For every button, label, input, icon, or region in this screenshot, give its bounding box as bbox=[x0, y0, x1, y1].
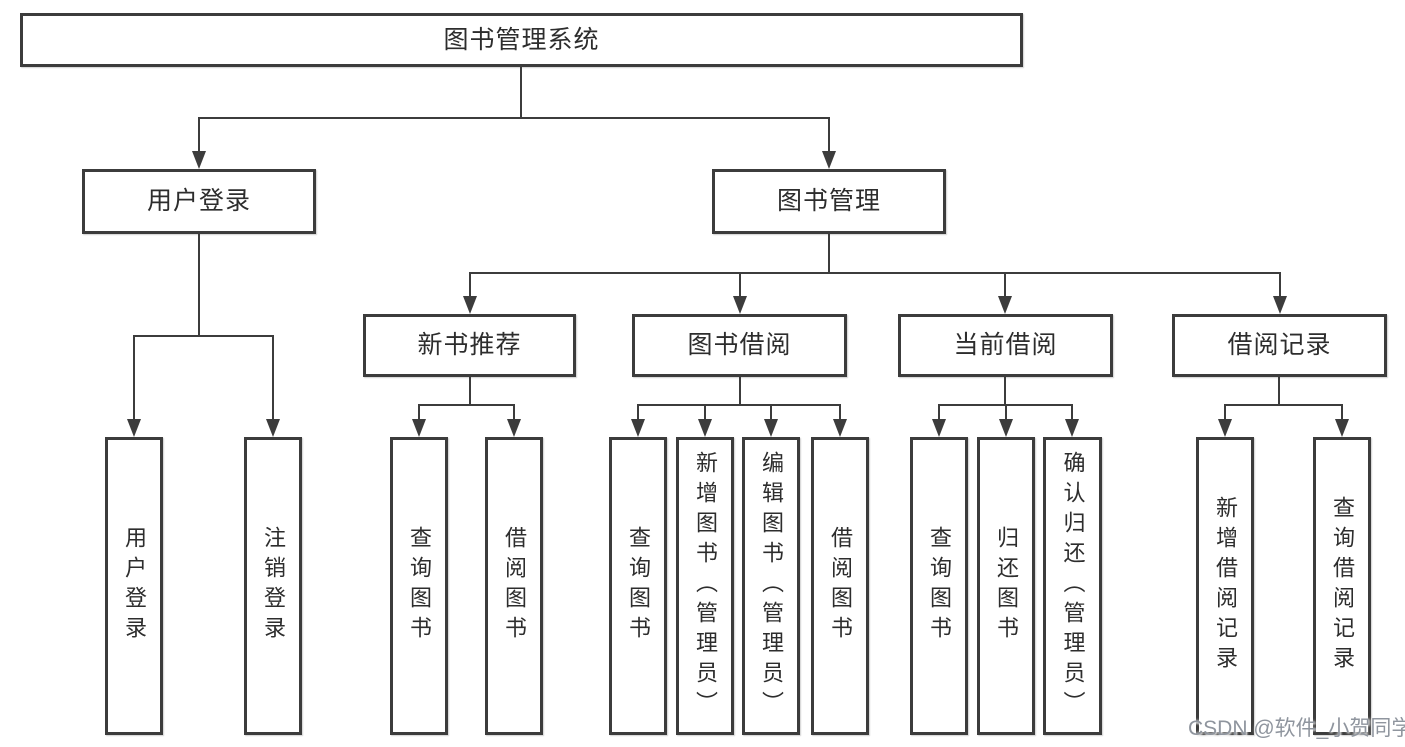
connector-leaf-drop bbox=[770, 404, 772, 421]
arrow-down-icon bbox=[932, 419, 946, 437]
arrow-down-icon bbox=[698, 419, 712, 437]
connector-records-branch bbox=[1224, 404, 1343, 406]
connector-leaf-drop bbox=[418, 404, 420, 421]
node-borrowing-records: 借阅记录 bbox=[1172, 314, 1387, 377]
arrow-down-icon bbox=[463, 296, 477, 314]
node-root: 图书管理系统 bbox=[20, 13, 1023, 67]
leaf-borrowing-edit-books-admin-label: 编辑图书（管理员） bbox=[759, 451, 784, 721]
node-user-login-label: 用户登录 bbox=[146, 187, 251, 215]
node-book-management: 图书管理 bbox=[712, 169, 946, 234]
arrow-down-icon bbox=[192, 151, 206, 169]
node-book-borrowing: 图书借阅 bbox=[632, 314, 847, 377]
arrow-down-icon bbox=[833, 419, 847, 437]
connector-leaf-drop bbox=[839, 404, 841, 421]
node-book-management-label: 图书管理 bbox=[776, 187, 881, 215]
connector-leaf-drop bbox=[1071, 404, 1073, 421]
connector-current-stem bbox=[1004, 377, 1006, 406]
node-book-borrowing-label: 图书借阅 bbox=[687, 331, 792, 359]
connector-borrowing-stem bbox=[739, 377, 741, 406]
connector-leaf-drop bbox=[272, 335, 274, 421]
leaf-current-query-books: 查询图书 bbox=[910, 437, 968, 735]
connector-borrowing-branch bbox=[637, 404, 841, 406]
connector-leaf-drop bbox=[1341, 404, 1343, 421]
watermark: CSDN @软件_小贺同学 bbox=[1188, 717, 1405, 740]
node-new-book-recommendation: 新书推荐 bbox=[363, 314, 576, 377]
connector-recommend-branch bbox=[418, 404, 515, 406]
leaf-recommend-borrow-books-label: 借阅图书 bbox=[502, 526, 527, 646]
leaf-recommend-query-books-label: 查询图书 bbox=[407, 526, 432, 646]
node-borrowing-records-label: 借阅记录 bbox=[1227, 331, 1332, 359]
arrow-down-icon bbox=[266, 419, 280, 437]
leaf-current-confirm-return-admin: 确认归还（管理员） bbox=[1043, 437, 1102, 735]
arrow-down-icon bbox=[127, 419, 141, 437]
connector-leaf-drop bbox=[938, 404, 940, 421]
leaf-recommend-query-books: 查询图书 bbox=[390, 437, 448, 735]
connector-leaf-drop bbox=[1224, 404, 1226, 421]
arrow-down-icon bbox=[999, 419, 1013, 437]
arrow-down-icon bbox=[1335, 419, 1349, 437]
leaf-borrowing-query-books-label: 查询图书 bbox=[626, 526, 651, 646]
node-new-book-recommendation-label: 新书推荐 bbox=[417, 331, 522, 359]
node-user-login: 用户登录 bbox=[82, 169, 316, 234]
connector-book-mgmt-stem bbox=[828, 234, 830, 274]
leaf-user-login: 用户登录 bbox=[105, 437, 163, 735]
connector-l3-drop bbox=[469, 272, 471, 298]
leaf-user-login-label: 用户登录 bbox=[122, 526, 147, 646]
arrow-down-icon bbox=[1218, 419, 1232, 437]
leaf-records-query-record-label: 查询借阅记录 bbox=[1330, 496, 1355, 676]
leaf-borrowing-add-books-admin: 新增图书（管理员） bbox=[676, 437, 734, 735]
connector-l3-drop bbox=[1004, 272, 1006, 298]
connector-records-stem bbox=[1278, 377, 1280, 406]
connector-l3-drop bbox=[1279, 272, 1281, 298]
leaf-borrowing-query-books: 查询图书 bbox=[609, 437, 667, 735]
connector-root-stem bbox=[520, 66, 522, 118]
connector-user-login-drop bbox=[198, 117, 200, 153]
leaf-logout-label: 注销登录 bbox=[261, 526, 286, 646]
leaf-logout: 注销登录 bbox=[244, 437, 302, 735]
leaf-records-add-record: 新增借阅记录 bbox=[1196, 437, 1254, 735]
connector-user-login-stem bbox=[198, 234, 200, 337]
connector-l3-drop bbox=[739, 272, 741, 298]
arrow-down-icon bbox=[764, 419, 778, 437]
connector-leaf-drop bbox=[637, 404, 639, 421]
arrow-down-icon bbox=[822, 151, 836, 169]
connector-root-branch bbox=[198, 117, 830, 119]
arrow-down-icon bbox=[412, 419, 426, 437]
leaf-current-confirm-return-admin-label: 确认归还（管理员） bbox=[1060, 451, 1086, 721]
arrow-down-icon bbox=[631, 419, 645, 437]
leaf-records-add-record-label: 新增借阅记录 bbox=[1213, 496, 1238, 676]
leaf-borrowing-borrow-books-label: 借阅图书 bbox=[828, 526, 853, 646]
leaf-recommend-borrow-books: 借阅图书 bbox=[485, 437, 543, 735]
arrow-down-icon bbox=[1273, 296, 1287, 314]
connector-user-login-branch bbox=[133, 335, 274, 337]
connector-leaf-drop bbox=[1005, 404, 1007, 421]
leaf-borrowing-add-books-admin-label: 新增图书（管理员） bbox=[693, 451, 718, 721]
connector-book-mgmt-branch bbox=[469, 272, 1281, 274]
leaf-records-query-record: 查询借阅记录 bbox=[1313, 437, 1371, 735]
arrow-down-icon bbox=[507, 419, 521, 437]
node-current-borrowing-label: 当前借阅 bbox=[953, 331, 1058, 359]
arrow-down-icon bbox=[998, 296, 1012, 314]
leaf-current-return-books-label: 归还图书 bbox=[994, 526, 1019, 646]
node-root-label: 图书管理系统 bbox=[443, 25, 600, 54]
leaf-current-query-books-label: 查询图书 bbox=[927, 526, 952, 646]
connector-leaf-drop bbox=[513, 404, 515, 421]
connector-leaf-drop bbox=[704, 404, 706, 421]
arrow-down-icon bbox=[1065, 419, 1079, 437]
leaf-borrowing-borrow-books: 借阅图书 bbox=[811, 437, 869, 735]
connector-book-mgmt-drop bbox=[828, 117, 830, 153]
arrow-down-icon bbox=[733, 296, 747, 314]
connector-recommend-stem bbox=[469, 377, 471, 406]
node-current-borrowing: 当前借阅 bbox=[898, 314, 1113, 377]
connector-leaf-drop bbox=[133, 335, 135, 421]
leaf-borrowing-edit-books-admin: 编辑图书（管理员） bbox=[742, 437, 800, 735]
leaf-current-return-books: 归还图书 bbox=[977, 437, 1035, 735]
